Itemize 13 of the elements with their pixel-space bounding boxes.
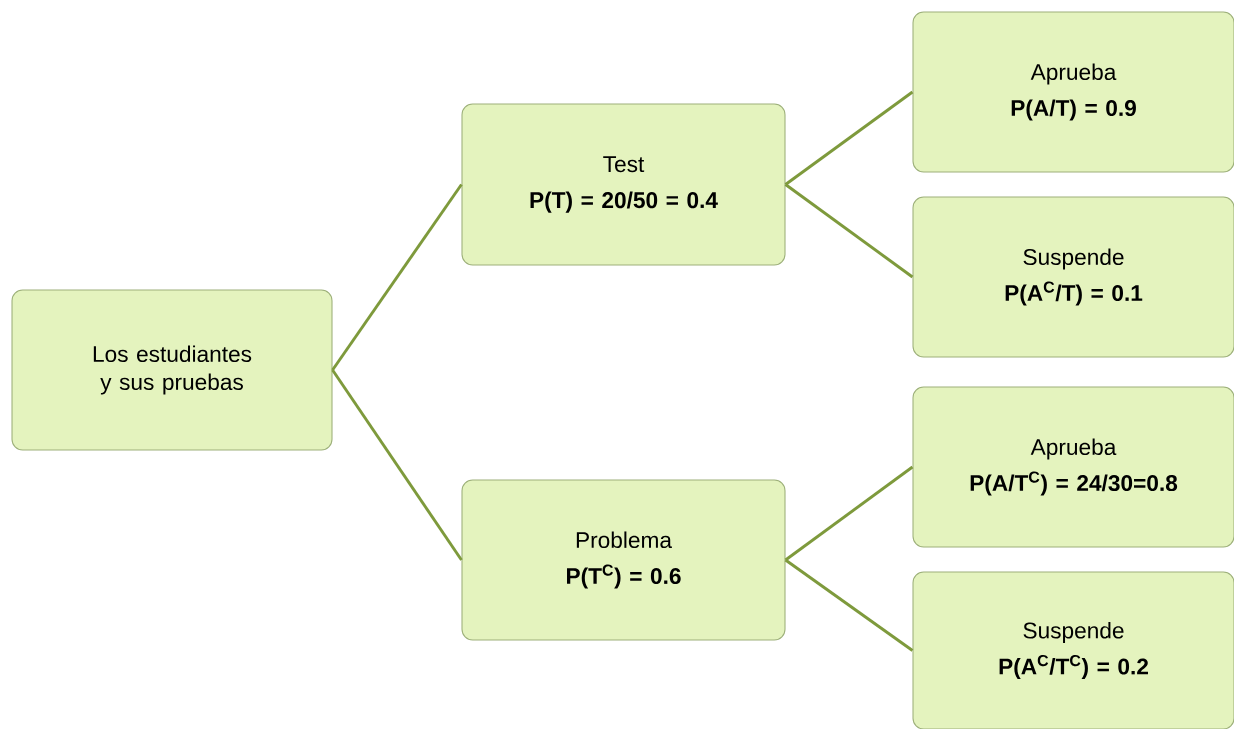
root-box: Los estudiantes y sus pruebas <box>11 289 333 451</box>
outcome-box: Suspende P(A$^{C}$/T) = 0.1 <box>912 196 1234 358</box>
branch-line <box>784 558 914 652</box>
branch-line <box>331 183 463 371</box>
outcome-box: Aprueba P(A/T$^{C}$) = 24/30=0.8 <box>912 386 1234 548</box>
outcome-box: Test P(T) = 20/50 = 0.4 <box>461 103 786 266</box>
branch-line <box>784 183 914 279</box>
branch-line <box>331 369 463 561</box>
branch-line <box>784 90 914 186</box>
branch-line <box>784 465 914 562</box>
outcome-box: Problema P(T$^{C}$) = 0.6 <box>461 479 786 641</box>
outcome-box: Aprueba P(A/T) = 0.9 <box>912 11 1234 173</box>
outcome-box: Suspende P(A$^{C}$/T$^{C}$) = 0.2 <box>912 571 1234 729</box>
